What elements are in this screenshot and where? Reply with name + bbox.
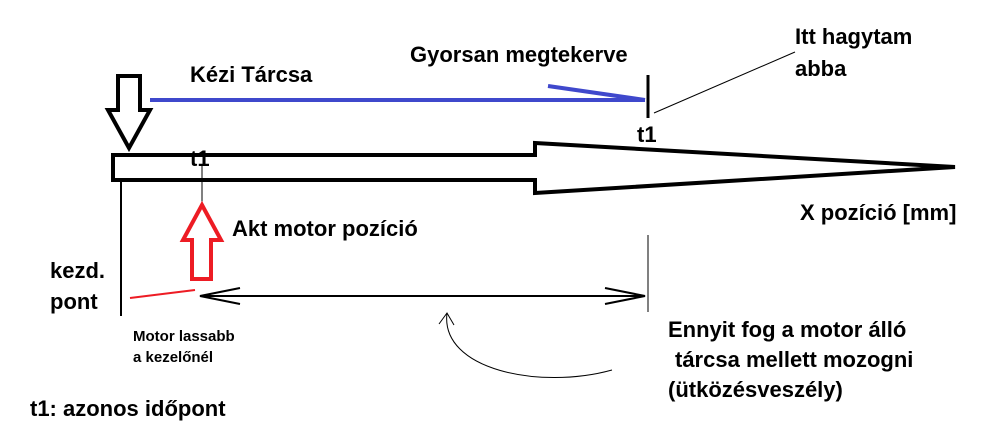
t1-axis-label: t1 (190, 146, 210, 171)
t1-top-label: t1 (637, 122, 657, 147)
travel-note-1: Ennyit fog a motor álló (668, 317, 906, 342)
slower-line (129, 289, 196, 299)
fast-turned-label: Gyorsan megtekerve (410, 42, 628, 67)
travel-note-2: tárcsa mellett mozogni (675, 347, 913, 372)
x-position-label: X pozíció [mm] (800, 200, 956, 225)
left-here-pointer (653, 51, 796, 114)
left-here-label-2: abba (795, 56, 847, 81)
start-point-label-2: pont (50, 289, 98, 314)
fast-turn-line (547, 84, 646, 102)
start-point-label-1: kezd. (50, 258, 105, 283)
travel-arrowhead-right (604, 287, 646, 305)
start-down-arrow (104, 74, 154, 153)
travel-note-3: (ütközésveszély) (668, 377, 843, 402)
hand-wheel-label: Kézi Tárcsa (190, 62, 313, 87)
motor-slower-label-1: Motor lassabb (133, 328, 235, 345)
curved-pointer-arrowhead (438, 312, 455, 326)
t1-legend: t1: azonos időpont (30, 396, 226, 421)
motor-position-arrow (179, 200, 225, 281)
curved-pointer-arrow (446, 312, 613, 379)
actual-motor-position-label: Akt motor pozíció (232, 216, 418, 241)
motor-slower-label-2: a kezelőnél (133, 349, 213, 366)
x-axis-arrow (111, 140, 956, 196)
travel-arrowhead-left (199, 287, 241, 305)
left-here-label-1: Itt hagytam (795, 24, 912, 49)
